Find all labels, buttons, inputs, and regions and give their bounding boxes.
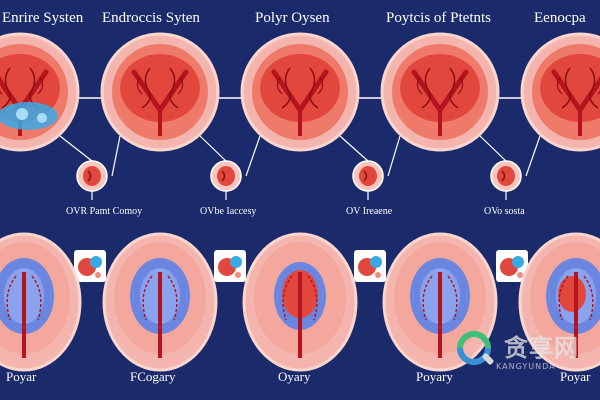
watermark-logo-icon [457,331,494,365]
connector-line [339,135,369,162]
connector-line [479,135,507,162]
bottom-label-1: Poyar [6,369,37,384]
gland-icon-lower-4 [496,250,528,282]
bottom-label-4: Poyary [416,369,453,384]
connector-line [111,135,121,177]
connector-line [525,135,541,177]
gland-icon-lower-2 [214,250,246,282]
top-organ-4 [380,32,500,152]
bottom-organ-5 [518,232,600,372]
gland-icon-3 [352,160,384,192]
title-5: Eenocpa [534,10,586,26]
bottom-label-5: Poyar [560,369,591,384]
connector-line [245,135,261,177]
gland-icon-lower-3 [354,250,386,282]
top-organ-1 [0,32,80,152]
top-organ-5 [520,32,600,152]
top-organ-3 [240,32,360,152]
mid-label-2: OVbe Iaccesy [200,206,257,217]
mid-label-3: OV Ireaene [346,206,393,217]
bottom-organ-2 [102,232,218,372]
mid-label-4: OVo sosta [484,206,525,217]
top-organ-circles [0,32,600,152]
bottom-organ-3 [242,232,358,372]
gland-icon-2 [210,160,242,192]
watermark-subtext: KANGYUNDA [496,362,556,371]
title-2: Endroccis Syten [102,10,200,26]
gland-icon-lower-1 [74,250,106,282]
connector-line [199,135,227,162]
connector-lines [59,97,541,200]
watermark-text: 贪享网 [504,334,579,362]
bottom-label-2: FCogary [130,369,176,384]
top-organ-2 [100,32,220,152]
gland-icon-4 [490,160,522,192]
gland-icon-1 [76,160,108,192]
bottom-organ-circles [0,232,600,372]
small-organ-icons [74,160,528,282]
title-3: Polyr Oysen [255,10,330,26]
bottom-organ-1 [0,232,82,372]
watermark: 贪享网 KANGYUNDA [448,326,598,376]
title-1: Enrire Systen [2,10,84,26]
connector-line [387,135,401,177]
mid-label-1: OVR Pamt Comoy [66,206,143,217]
connector-line [59,135,93,162]
title-4: Poytcis of Ptetnts [386,10,492,26]
bottom-label-3: Oyary [278,369,311,384]
